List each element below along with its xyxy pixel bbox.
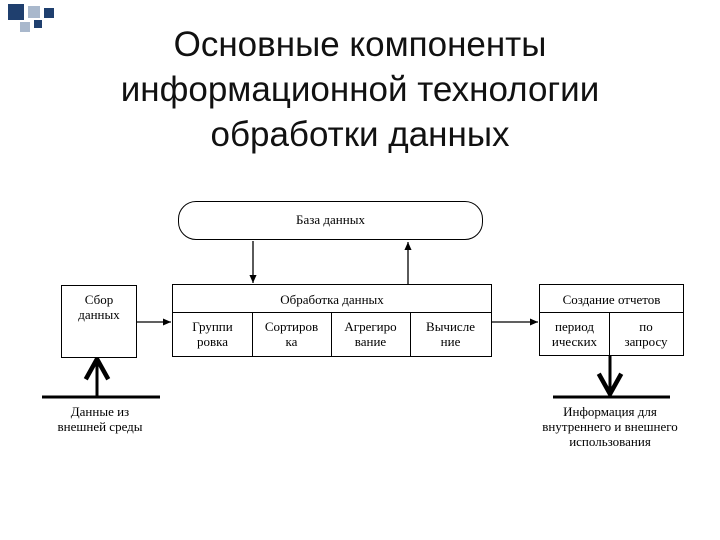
processing-step-col xyxy=(410,312,411,357)
deco-square xyxy=(44,8,54,18)
step-line: ние xyxy=(440,334,461,349)
step-line: Группи xyxy=(192,319,233,334)
reports-divider xyxy=(540,312,683,313)
title-line: Основные компоненты xyxy=(173,25,547,64)
collection-label: Сбор данных xyxy=(62,292,136,322)
step-line: ка xyxy=(285,334,298,349)
processing-step-col xyxy=(252,312,253,357)
deco-square xyxy=(28,6,40,18)
processing-step-aggregation: Агрегиро вание xyxy=(331,319,410,349)
title-line: обработки данных xyxy=(210,115,510,154)
step-line: вание xyxy=(354,334,387,349)
deco-square xyxy=(8,4,24,20)
processing-step-col xyxy=(331,312,332,357)
reports-item-periodic: период ических xyxy=(540,319,609,349)
step-line: Вычисле xyxy=(426,319,475,334)
database-block: База данных xyxy=(178,201,483,240)
report-line: запросу xyxy=(624,334,668,349)
output-line: использования xyxy=(569,434,651,449)
step-line: ровка xyxy=(196,334,229,349)
report-line: период xyxy=(555,319,594,334)
title-line: информационной технологии xyxy=(120,70,600,109)
input-line: Данные из xyxy=(70,404,130,419)
processing-block: Обработка данных Группи ровка Сортиров к… xyxy=(172,284,492,357)
deco-square xyxy=(20,22,30,32)
input-source-label: Данные из внешней среды xyxy=(30,404,170,434)
processing-step-grouping: Группи ровка xyxy=(173,319,252,349)
deco-square xyxy=(34,20,42,28)
processing-header: Обработка данных xyxy=(280,292,384,307)
input-line: внешней среды xyxy=(57,419,143,434)
reports-block: Создание отчетов период ических по запро… xyxy=(539,284,684,356)
output-target-label: Информация для внутреннего и внешнего ис… xyxy=(520,404,700,449)
processing-divider xyxy=(173,312,491,313)
step-line: Сортиров xyxy=(264,319,319,334)
reports-header: Создание отчетов xyxy=(562,292,661,307)
collection-line: данных xyxy=(78,307,120,322)
report-line: по xyxy=(639,319,653,334)
corner-decoration xyxy=(0,0,70,50)
report-line: ических xyxy=(551,334,598,349)
collection-block: Сбор данных xyxy=(61,285,137,358)
collection-line: Сбор xyxy=(84,292,114,307)
output-line: внутреннего и внешнего xyxy=(542,419,678,434)
output-line: Информация для xyxy=(563,404,657,419)
processing-step-sorting: Сортиров ка xyxy=(252,319,331,349)
page-title: Основные компоненты информационной техно… xyxy=(40,22,680,157)
reports-col xyxy=(609,312,610,356)
reports-item-on-request: по запросу xyxy=(609,319,683,349)
database-label: База данных xyxy=(296,212,365,227)
step-line: Агрегиро xyxy=(344,319,397,334)
processing-step-calculation: Вычисле ние xyxy=(410,319,491,349)
